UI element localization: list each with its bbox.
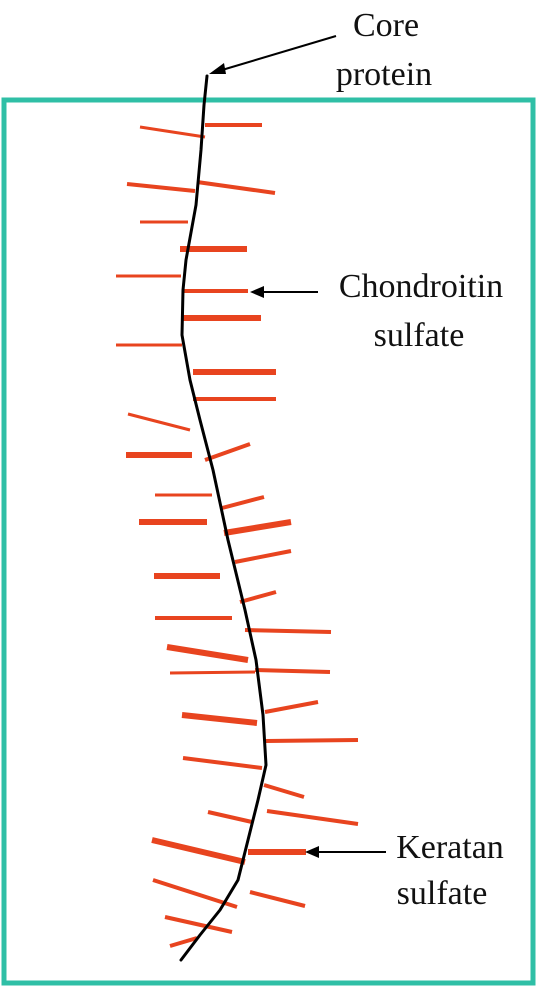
chondroitin-sulfate-label-line1: Chondroitin	[339, 268, 503, 305]
side-chain-34	[207, 810, 253, 824]
side-chain-13	[127, 412, 191, 432]
keratan-sulfate-arrow	[305, 846, 386, 858]
side-chain-24	[244, 628, 332, 634]
side-chain-17	[221, 495, 265, 510]
core-protein-label-line2: protein	[336, 56, 432, 93]
side-chain-31	[182, 756, 263, 770]
frame-border	[1, 97, 536, 986]
side-chain-40	[169, 936, 198, 948]
side-chain-32	[263, 783, 305, 799]
side-chain-22	[239, 590, 277, 604]
keratan-sulfate-label-line1: Keratan	[396, 829, 504, 866]
core-protein-arrow	[209, 35, 337, 74]
side-chain-26	[169, 670, 256, 675]
side-chain-27	[254, 668, 331, 674]
side-chain-28	[181, 712, 258, 726]
side-chain-33	[266, 809, 359, 826]
side-chains	[116, 123, 359, 948]
chondroitin-sulfate-arrow	[250, 286, 318, 298]
chondroitin-sulfate-label: Chondroitin sulfate	[339, 268, 503, 354]
side-chain-25	[166, 644, 249, 663]
core-protein-strand	[179, 74, 268, 962]
side-chain-3	[126, 182, 196, 193]
core-protein-label: Core protein	[336, 7, 432, 93]
side-chain-29	[264, 700, 319, 714]
keratan-sulfate-label-line2: sulfate	[397, 875, 488, 912]
side-chain-20	[234, 549, 292, 564]
side-chain-1	[139, 125, 206, 139]
side-chain-4	[196, 180, 276, 195]
chondroitin-sulfate-label-line2: sulfate	[374, 317, 465, 354]
side-chain-30	[265, 738, 359, 743]
side-chain-38	[249, 890, 306, 908]
side-chain-35	[151, 837, 246, 865]
side-chain-15	[204, 442, 251, 462]
core-protein-label-line1: Core	[353, 7, 419, 44]
side-chain-39	[164, 915, 233, 934]
keratan-sulfate-label: Keratan sulfate	[396, 829, 504, 912]
side-chain-19	[223, 519, 292, 536]
